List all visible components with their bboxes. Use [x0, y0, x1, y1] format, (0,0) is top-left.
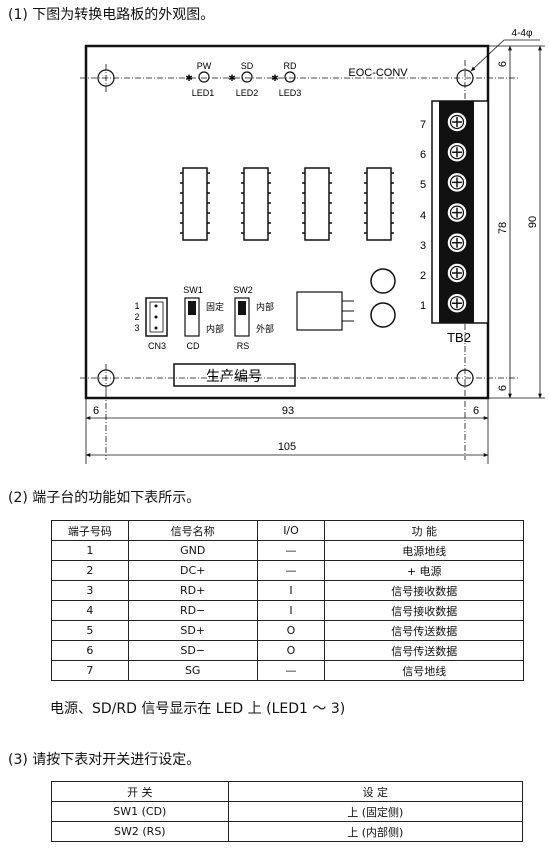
- column-header: I/O: [256, 520, 326, 541]
- serial-number-label: 生产编号: [206, 368, 262, 384]
- table-row: SW1 (CD)上 (固定侧): [51, 801, 524, 822]
- svg-text:✱: ✱: [271, 73, 279, 83]
- led-id: LED2: [236, 88, 259, 98]
- led-1: PW ✱ LED1: [185, 61, 214, 98]
- led-id: LED1: [192, 88, 215, 98]
- led-note: 电源、SD/RD 信号显示在 LED 上 (LED1 ～ 3): [50, 701, 346, 717]
- svg-text:内部: 内部: [256, 301, 274, 312]
- terminal-number: 5: [420, 179, 426, 191]
- switch-setting-table: 开 关 设 定 SW1 (CD)上 (固定侧) SW2 (RS)上 (内部侧): [51, 781, 524, 842]
- terminal-number: 1: [420, 300, 426, 312]
- svg-text:CD: CD: [187, 341, 200, 351]
- svg-text:内部: 内部: [206, 323, 224, 334]
- terminal-number: 6: [420, 149, 426, 161]
- connector-cn3: 1 2 3 CN3: [134, 297, 168, 351]
- led-label: PW: [197, 61, 212, 71]
- ic-chip: [366, 167, 392, 241]
- capacitor: [370, 268, 396, 294]
- led-id: LED3: [279, 88, 302, 98]
- switch-sw1: SW1 固定 内部 CD: [183, 285, 224, 351]
- led-2: SD ✱ LED2: [228, 61, 258, 98]
- svg-text:1: 1: [134, 301, 139, 311]
- connector-label: CN3: [148, 341, 166, 351]
- table-row: SW2 (RS)上 (内部侧): [51, 821, 524, 842]
- capacitor: [370, 302, 396, 328]
- svg-text:SW1: SW1: [183, 285, 203, 295]
- component-block: [296, 291, 343, 331]
- column-header: 信号名称: [127, 520, 258, 541]
- column-header: 开 关: [51, 781, 229, 802]
- ic-chip: [182, 167, 208, 241]
- dim-mid-width: 93: [282, 405, 294, 417]
- svg-text:固定: 固定: [206, 301, 224, 312]
- section1-heading: (1) 下图为转换电路板的外观图。: [8, 7, 215, 23]
- serial-number-box: [173, 363, 296, 387]
- svg-text:外部: 外部: [256, 323, 274, 334]
- terminal-number: 7: [420, 119, 426, 131]
- dim-hole-span: 78: [497, 222, 509, 234]
- board-diagram: PW ✱ LED1 SD ✱ LED2 RD ✱ LED3 EOC-CONV 1…: [80, 28, 545, 464]
- svg-text:SW2: SW2: [233, 285, 253, 295]
- svg-text:✱: ✱: [228, 73, 236, 83]
- column-header: 功 能: [324, 520, 524, 541]
- svg-text:2: 2: [134, 312, 139, 322]
- terminal-block-label: TB2: [447, 330, 471, 345]
- table-header-row: 开 关 设 定: [51, 781, 524, 802]
- svg-text:✱: ✱: [185, 73, 193, 83]
- dim-right-margin: 6: [473, 405, 479, 417]
- svg-text:3: 3: [134, 323, 139, 333]
- section2-heading: (2) 端子台的功能如下表所示。: [8, 490, 201, 506]
- table-header-row: 端子号码 信号名称 I/O 功 能: [51, 520, 524, 541]
- column-header: 端子号码: [51, 520, 129, 541]
- led-label: RD: [284, 61, 297, 71]
- section3-heading: (3) 请按下表对开关进行设定。: [8, 752, 201, 768]
- dim-top-margin: 6: [497, 61, 509, 67]
- svg-text:RS: RS: [237, 341, 250, 351]
- dim-width: 105: [278, 441, 296, 453]
- board-model-label: EOC-CONV: [348, 67, 408, 79]
- dim-hole-label: 4-4φ: [512, 28, 533, 39]
- switch-sw2: SW2 内部 外部 RS: [233, 285, 274, 351]
- mounting-holes: [97, 69, 474, 387]
- ic-chips: [182, 167, 392, 241]
- ic-chip: [243, 167, 269, 241]
- dim-bottom-margin: 6: [497, 385, 509, 391]
- terminal-block-tb2: TB2 7 6 5 4 3 2 1: [420, 100, 489, 345]
- board-outline: [84, 44, 490, 400]
- terminal-number: 2: [420, 270, 426, 282]
- ic-chip: [304, 167, 330, 241]
- terminal-number: 4: [420, 210, 426, 222]
- terminal-number: 3: [420, 240, 426, 252]
- dim-left-margin: 6: [93, 405, 99, 417]
- dim-height: 90: [527, 216, 539, 228]
- column-header: 设 定: [227, 781, 524, 802]
- led-3: RD ✱ LED3: [271, 61, 301, 98]
- led-label: SD: [241, 61, 254, 71]
